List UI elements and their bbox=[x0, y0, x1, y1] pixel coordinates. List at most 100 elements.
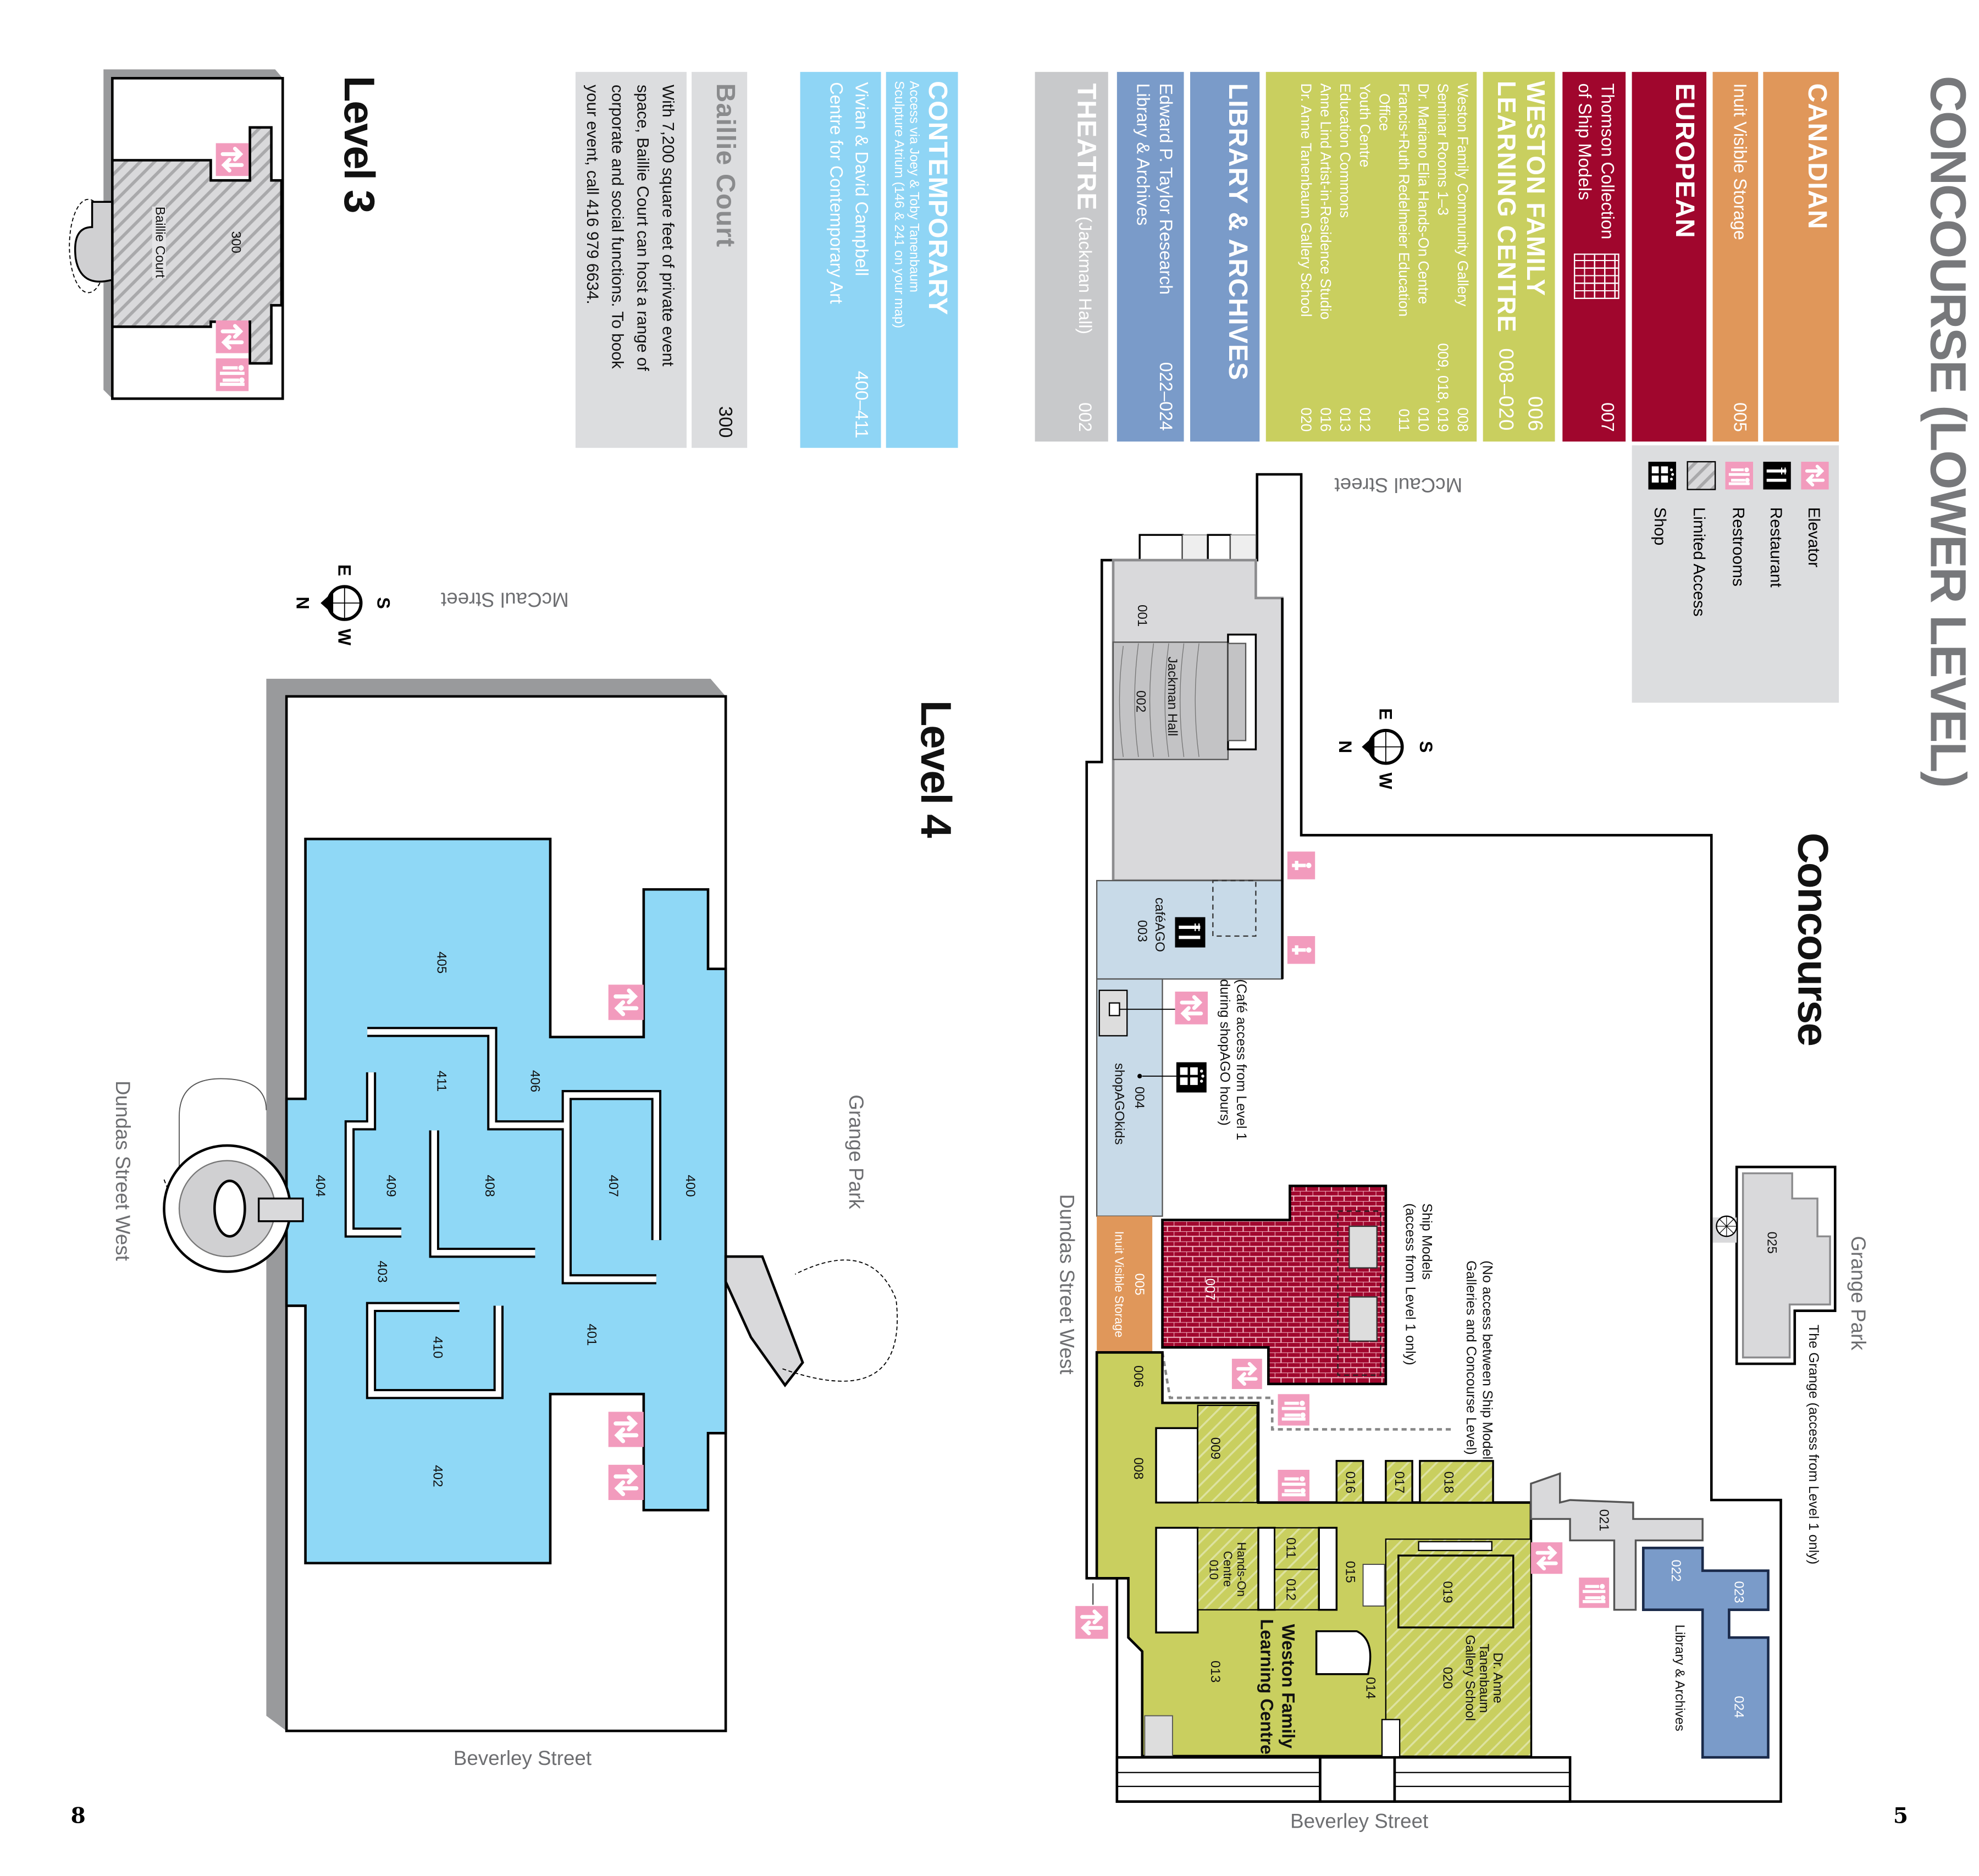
directory-library-heading: LIBRARY & ARCHIVES bbox=[1190, 71, 1260, 442]
directory-contemporary-heading: CONTEMPORARY Access via Joey & Toby Tane… bbox=[886, 71, 958, 448]
section-heading: LEARNING CENTRE bbox=[1491, 80, 1520, 333]
room-number: 005 bbox=[1730, 402, 1751, 431]
gallery-name: Thomson Collection bbox=[1597, 83, 1618, 240]
restrooms-icon bbox=[1278, 1394, 1309, 1425]
room-label: 011 bbox=[1283, 1537, 1298, 1559]
room-number: 300 bbox=[714, 406, 736, 438]
grange-note: The Grange (access from Level 1 only) bbox=[1805, 1324, 1821, 1565]
elevator-icon bbox=[609, 984, 644, 1020]
room-label: 023 bbox=[1731, 1581, 1746, 1603]
room-label: Jackman Hall bbox=[1164, 656, 1180, 737]
compass-south: S bbox=[373, 597, 394, 609]
corridor-021 bbox=[1530, 1472, 1704, 1611]
page-number-right: 5 bbox=[1893, 1804, 1909, 1830]
concourse-title: Concourse bbox=[1788, 832, 1837, 1045]
room-label: 008 bbox=[1130, 1457, 1146, 1480]
section-heading: EUROPEAN bbox=[1670, 83, 1699, 239]
level3-title: Level 3 bbox=[334, 75, 383, 213]
street-label-beverley: Beverley Street bbox=[453, 1748, 592, 1770]
shop-icon bbox=[1176, 1062, 1207, 1093]
room-label: Library & Archives bbox=[1671, 1624, 1687, 1731]
body-text: space, Baillie Court can host a range of bbox=[633, 84, 653, 371]
restaurant-icon bbox=[1175, 917, 1205, 948]
room-number: 002 bbox=[1075, 402, 1096, 431]
room-label: 009 bbox=[1207, 1437, 1223, 1460]
restrooms-icon bbox=[1278, 1470, 1309, 1501]
ship-models-note: Ship Models(access from Level 1 only) bbox=[1402, 1203, 1434, 1365]
street-label-grange-park: Grange Park bbox=[1846, 1236, 1868, 1351]
jackman-hall bbox=[1112, 641, 1229, 760]
room-label: 407 bbox=[605, 1175, 621, 1197]
restrooms-icon bbox=[216, 358, 249, 391]
elevator-icon bbox=[1175, 992, 1208, 1025]
body-text: your event, call 416 979 6634. bbox=[583, 84, 602, 305]
room-label: 002 bbox=[1132, 690, 1148, 713]
legend-label-shop: Shop bbox=[1651, 507, 1670, 546]
room-label: 410 bbox=[429, 1336, 445, 1359]
compass-south: S bbox=[1416, 741, 1436, 753]
womens-restroom-icon bbox=[1287, 851, 1315, 879]
gallery-name: Library & Archives bbox=[1133, 83, 1154, 226]
access-note: Access via Joey & Toby Tanenbaum bbox=[906, 80, 922, 292]
room-label: 016 bbox=[1342, 1471, 1358, 1493]
room-label: 401 bbox=[583, 1324, 599, 1346]
directory-row: Office bbox=[1375, 93, 1391, 131]
room-label: 015 bbox=[1342, 1560, 1358, 1583]
curved-staircase bbox=[724, 1255, 804, 1387]
gallery-name: Edward P. Taylor Research bbox=[1156, 83, 1176, 295]
room-range: 400–411 bbox=[852, 370, 872, 438]
level3-map bbox=[69, 69, 284, 400]
gallery-name: Inuit Visible Storage bbox=[1730, 83, 1751, 240]
compass-east: E bbox=[1375, 708, 1396, 720]
street-label-mccaul: McCaul Street bbox=[440, 588, 569, 610]
page-number-left: 8 bbox=[70, 1804, 86, 1830]
street-label-mccaul: McCaul Street bbox=[1334, 473, 1463, 495]
elevator-icon bbox=[1801, 462, 1829, 489]
room-label: 025 bbox=[1764, 1231, 1779, 1254]
elevator-icon bbox=[1075, 1606, 1108, 1639]
room-label: 022 bbox=[1668, 1559, 1683, 1582]
room-label: 001 bbox=[1134, 604, 1149, 627]
contemporary-galleries bbox=[285, 838, 727, 1565]
concourse-map bbox=[1075, 473, 1837, 1803]
room-label: 300 bbox=[228, 231, 243, 253]
room-label: 012 bbox=[1283, 1578, 1298, 1601]
room-label: 006 bbox=[1130, 1365, 1146, 1388]
theatre-name: (Jackman Hall) bbox=[1075, 216, 1096, 335]
gallery-name: of Ship Models bbox=[1575, 83, 1596, 201]
directory-european-heading: EUROPEAN bbox=[1632, 71, 1707, 442]
room-label: 007 bbox=[1202, 1278, 1218, 1301]
elevator-icon bbox=[609, 1412, 644, 1447]
elevator-icon bbox=[216, 143, 249, 176]
room-label: 018 bbox=[1440, 1471, 1456, 1493]
room-label: 400 bbox=[682, 1175, 698, 1197]
room-number: 007 bbox=[1597, 402, 1618, 431]
compass-icon bbox=[320, 585, 363, 621]
section-heading: THEATRE bbox=[1071, 83, 1101, 211]
library-archives-area bbox=[1641, 1546, 1770, 1759]
gallery-name: Centre for Contemporary Art bbox=[826, 82, 847, 304]
elevator-icon bbox=[1531, 1542, 1562, 1574]
legend-label-limited-access: Limited Access bbox=[1690, 507, 1709, 617]
section-heading: LIBRARY & ARCHIVES bbox=[1223, 83, 1252, 381]
elevator-icon bbox=[1232, 1359, 1262, 1389]
street-label-dundas: Dundas Street West bbox=[111, 1080, 133, 1261]
compass-west: W bbox=[334, 628, 355, 646]
access-note: Sculpture Atrium (146 & 241 on your map) bbox=[891, 80, 906, 329]
restaurant-icon bbox=[1763, 462, 1791, 489]
room-label: 017 bbox=[1391, 1471, 1407, 1493]
room-label: 013 bbox=[1207, 1661, 1223, 1683]
section-heading: CANADIAN bbox=[1802, 83, 1832, 230]
room-range: 022–024 bbox=[1156, 362, 1176, 431]
baillie-court-area bbox=[111, 126, 283, 365]
